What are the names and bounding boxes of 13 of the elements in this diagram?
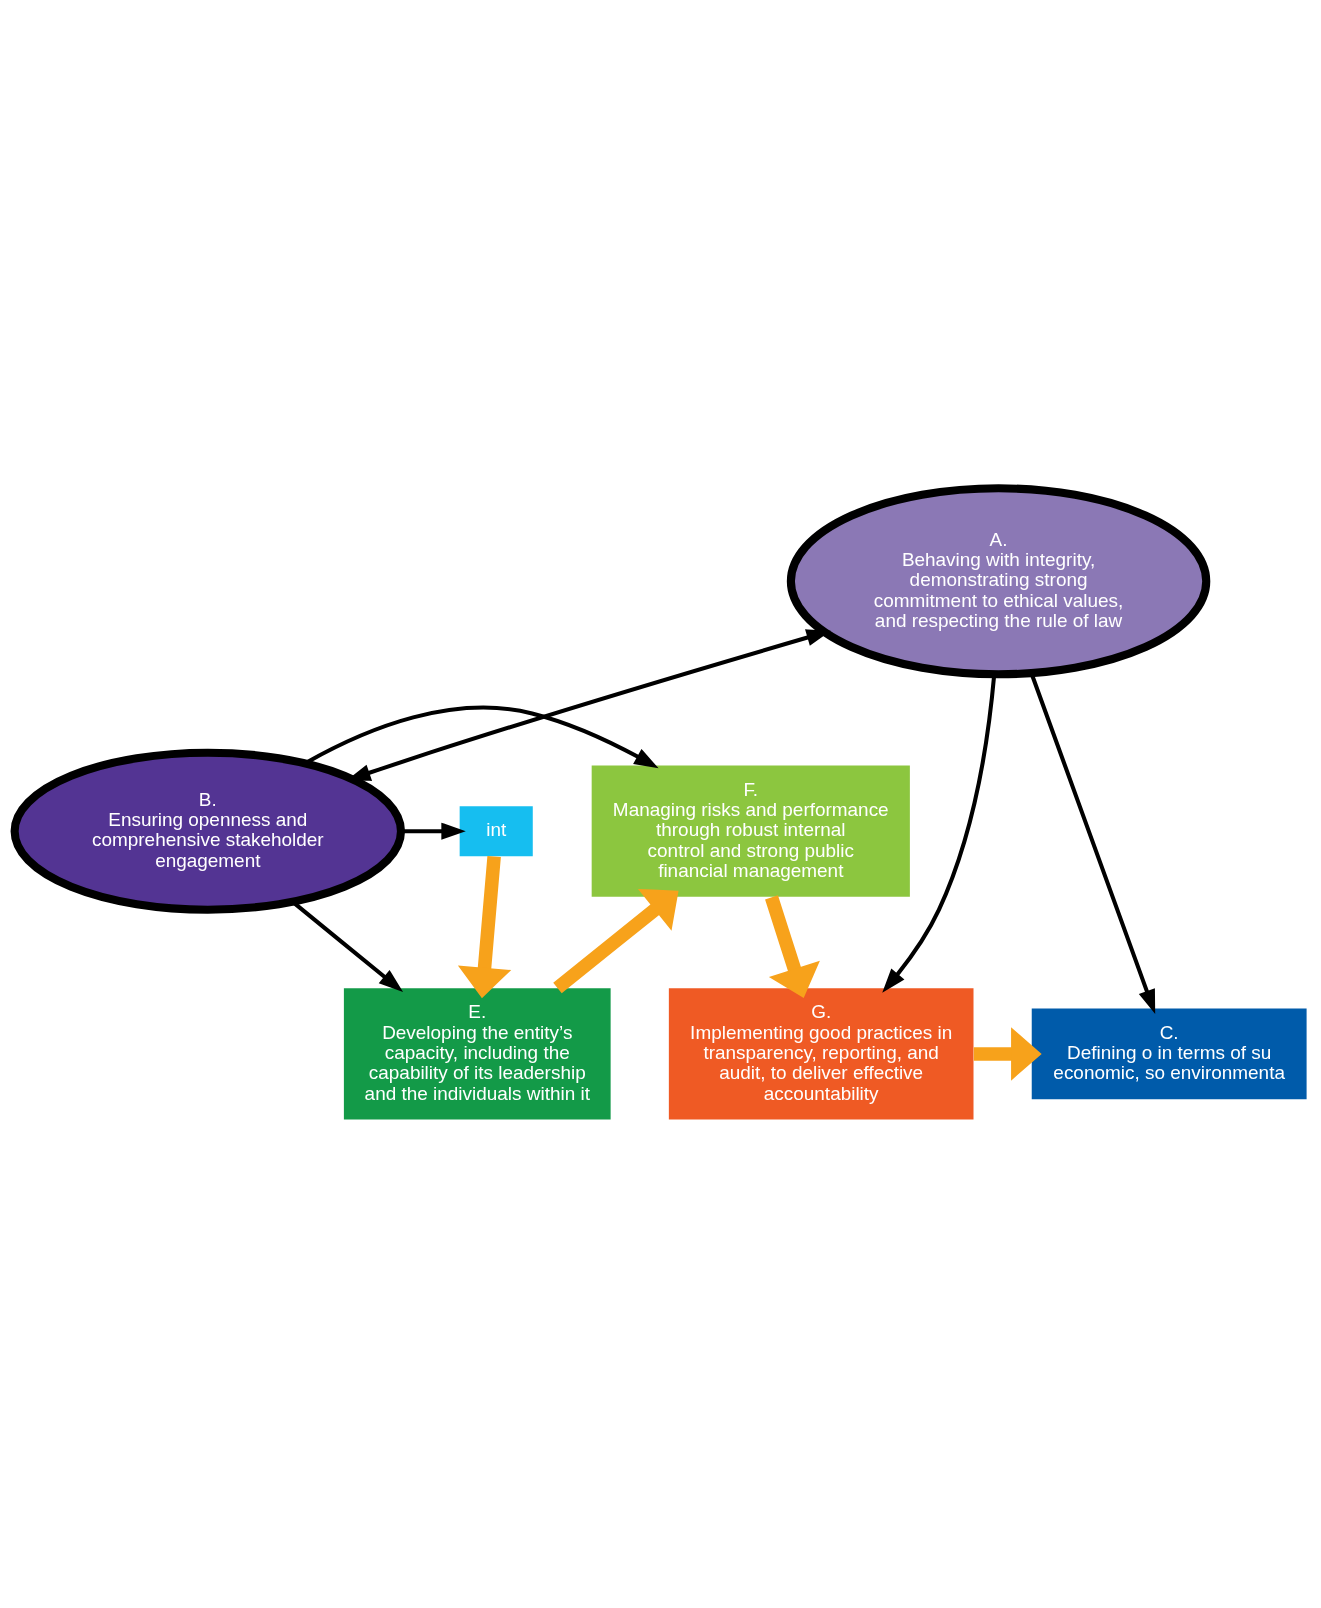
node-box: E. Developing the entity’s capacity, including the capability of its leadership and the individuals within it — [343, 988, 611, 1120]
node-box: F. Managing risks and performance through robust internal control and strong public financial management — [591, 765, 910, 897]
node-box: G. Implementing good practices in transparency, reporting, and audit, to deliver effective accountability — [668, 988, 974, 1120]
arrow — [765, 895, 820, 998]
arrow — [401, 822, 466, 840]
arrow — [553, 888, 679, 994]
node-box: int — [459, 806, 533, 857]
arrow — [304, 705, 659, 769]
node-ellipse: B. Ensuring openness and comprehensive stakeholder engagement — [10, 748, 406, 914]
node-ellipse: A. Behaving with integrity, demonstrating strong commitment to ethical values, and respecting the rule of law — [786, 484, 1211, 679]
arrow — [973, 1027, 1042, 1081]
arrow — [457, 855, 512, 999]
node-box: C. Defining o in terms of su economic, so environmenta — [1031, 1008, 1307, 1100]
